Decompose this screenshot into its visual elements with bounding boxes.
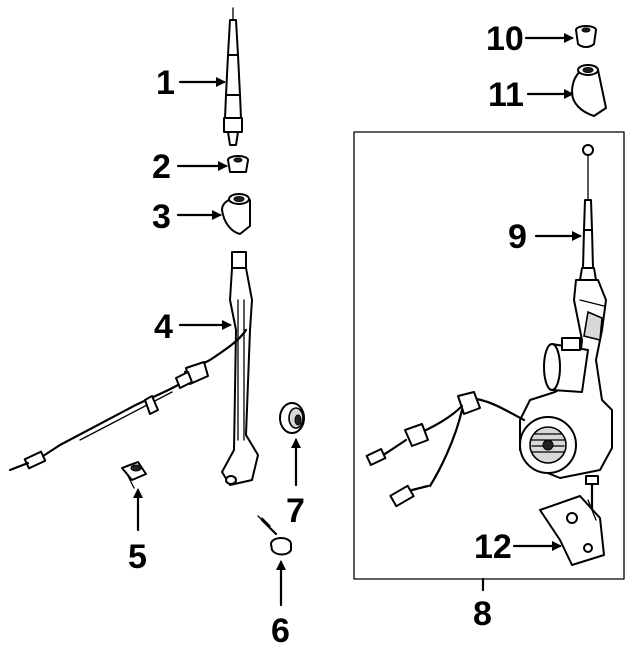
part-1-antenna-mast [223, 7, 243, 146]
callout-5: 5 [128, 538, 147, 576]
callout-12: 12 [474, 528, 512, 566]
part-7-grommet [279, 402, 305, 434]
part-11-bezel [571, 64, 607, 117]
callout-7: 7 [286, 492, 305, 530]
callout-10: 10 [486, 20, 524, 58]
leader-arrows [133, 33, 582, 607]
callout-2: 2 [152, 148, 171, 186]
power-antenna-motor [365, 279, 613, 522]
part-4-antenna-tube [8, 251, 259, 486]
part-9-power-mast [579, 144, 597, 281]
part-8-assembly-box [353, 131, 625, 580]
part-5-cable-clip [121, 461, 147, 489]
part-6-screw [257, 515, 292, 556]
part-3-bezel [221, 193, 251, 235]
callout-8: 8 [473, 595, 492, 633]
callout-labels: 1 2 3 4 5 6 7 8 9 10 11 12 [128, 20, 527, 650]
callout-9: 9 [508, 218, 527, 256]
part-2-nut [227, 155, 249, 173]
callout-4: 4 [154, 308, 173, 346]
callout-1: 1 [156, 64, 175, 102]
part-12-bracket [539, 495, 605, 566]
callout-3: 3 [152, 198, 171, 236]
callout-6: 6 [271, 612, 290, 650]
callout-11: 11 [488, 76, 524, 114]
part-10-cap-nut [575, 25, 597, 48]
